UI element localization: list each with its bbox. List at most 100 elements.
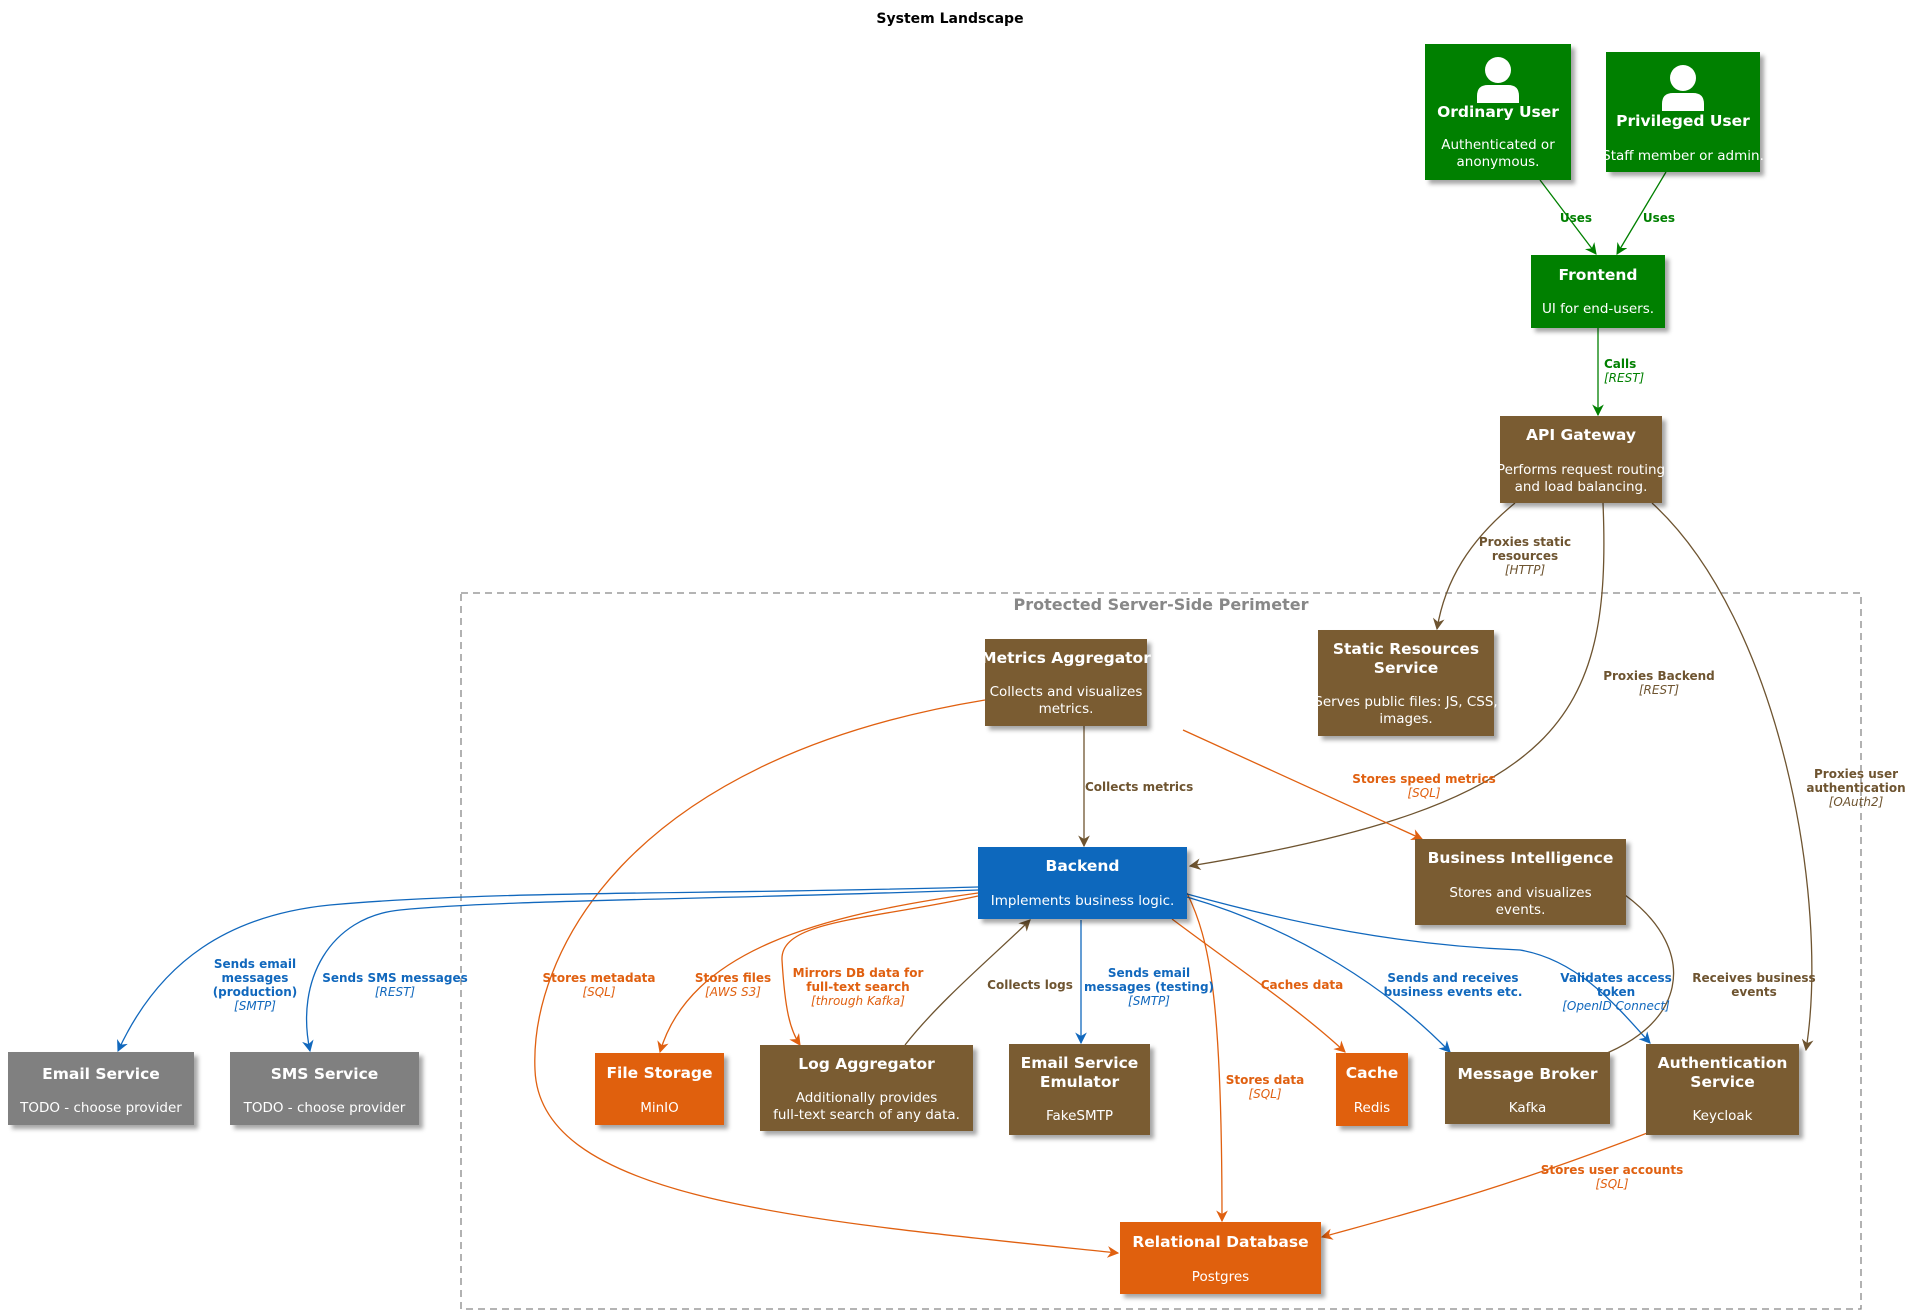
node-description: Redis [1354, 1100, 1390, 1116]
edge-label: Sends SMS messages [322, 971, 468, 985]
server-perimeter-boundary [460, 592, 1862, 1310]
edge-label-group: Proxies Backend[REST] [1603, 669, 1715, 697]
edge-e-ou-fe [1539, 179, 1597, 255]
edge-label: Proxies Backend [1603, 669, 1715, 683]
edge-technology: [REST] [1639, 683, 1680, 697]
node-description: Collects and visualizes [990, 684, 1143, 700]
edge-label: Calls [1604, 357, 1636, 371]
node-description: images. [1379, 711, 1432, 727]
person-icon [1662, 65, 1704, 111]
edge-label: Uses [1560, 211, 1592, 225]
node-description: Postgres [1192, 1269, 1249, 1285]
edge-label: Validates access [1560, 971, 1672, 985]
node-title: Authentication [1658, 1054, 1788, 1072]
node-title: Frontend [1559, 266, 1638, 284]
edge-label: authentication [1806, 781, 1905, 795]
edge-label: (production) [213, 985, 298, 999]
edge-label-group: Collects metrics [1085, 780, 1193, 794]
node-title: Service [1690, 1073, 1754, 1091]
edge-technology: [HTTP] [1505, 563, 1546, 577]
edge-technology: [SQL] [582, 985, 615, 999]
edge-technology: [SMTP] [1128, 994, 1170, 1008]
node-description: anonymous. [1457, 154, 1540, 170]
node-title: Static Resources [1333, 640, 1479, 658]
node-description: Staff member or admin. [1602, 148, 1764, 164]
edge-label: full-text search [806, 980, 909, 994]
edge-label: Sends email [214, 957, 296, 971]
node-title: Emulator [1040, 1073, 1120, 1091]
node-title: Ordinary User [1437, 103, 1559, 121]
edge-label: resources [1492, 549, 1558, 563]
node-title: Metrics Aggregator [981, 649, 1151, 667]
node-title: Cache [1346, 1064, 1399, 1082]
edge-technology: [REST] [1604, 371, 1645, 385]
edge-label: Collects metrics [1085, 780, 1193, 794]
edge-label: Sends and receives [1387, 971, 1518, 985]
edge-label-group: Uses [1643, 211, 1675, 225]
node-title: SMS Service [271, 1065, 379, 1083]
edge-e-pu-fe [1616, 171, 1667, 256]
edge-label: events [1731, 985, 1777, 999]
edge-e-api-backend [1188, 502, 1605, 871]
edge-e-log-backend [904, 919, 1031, 1046]
node-description: Additionally provides [796, 1090, 938, 1106]
node-title: Email Service [42, 1065, 160, 1083]
edge-e-metrics-bi [1182, 729, 1424, 840]
node-title: Backend [1046, 857, 1120, 875]
edges-layer [117, 171, 1814, 1258]
node-description: and load balancing. [1515, 479, 1648, 495]
edge-label-group: Stores data[SQL] [1226, 1073, 1305, 1101]
edge-e-bi-broker [1580, 894, 1675, 1065]
edge-technology: [through Kafka] [811, 994, 905, 1008]
edge-e-backend-email [117, 886, 979, 1053]
edge-e-backend-files [657, 892, 979, 1054]
edge-technology: [OpenID Connect] [1562, 999, 1670, 1013]
edge-technology: [SQL] [1248, 1087, 1281, 1101]
edge-label: Caches data [1261, 978, 1344, 992]
node-description: UI for end-users. [1542, 301, 1654, 317]
edge-label-group: Stores files[AWS S3] [695, 971, 771, 999]
node-title: API Gateway [1526, 426, 1636, 444]
node-title: Relational Database [1132, 1233, 1308, 1251]
edge-label-group: Stores user accounts[SQL] [1541, 1163, 1683, 1191]
edge-technology: [REST] [375, 985, 416, 999]
diagram-title: System Landscape [876, 11, 1023, 27]
edge-e-auth-db [1320, 1129, 1656, 1240]
node-description: Keycloak [1693, 1108, 1753, 1124]
node-description: Implements business logic. [991, 893, 1175, 909]
edge-technology: [AWS S3] [705, 985, 761, 999]
node-description: metrics. [1039, 701, 1094, 717]
node-frontend[interactable]: Frontend UI for end-users. [1531, 255, 1665, 328]
node-description: Kafka [1509, 1100, 1547, 1116]
edge-label: Proxies static [1479, 535, 1571, 549]
edge-technology: [SQL] [1407, 786, 1440, 800]
edge-e-backend-db [1186, 892, 1228, 1223]
